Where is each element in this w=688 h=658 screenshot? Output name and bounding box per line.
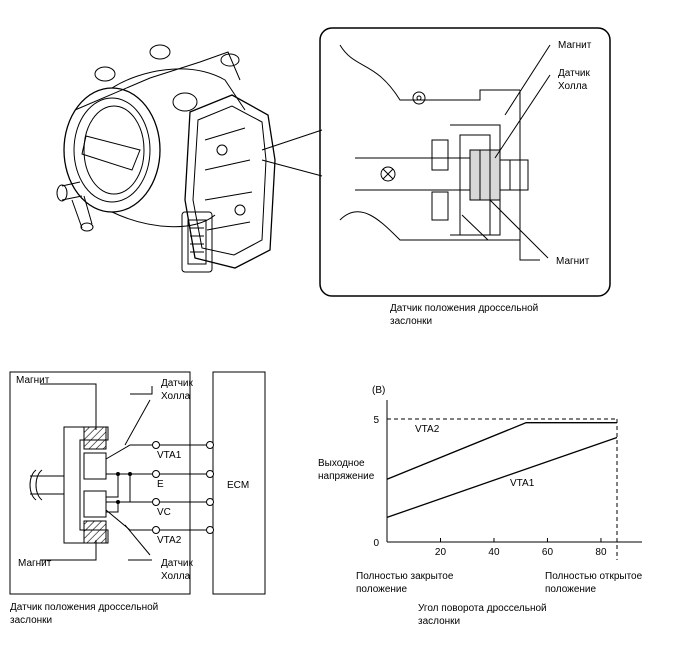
hall-element-top (83, 452, 107, 480)
circuit-caption-line2: заслонки (10, 615, 52, 626)
chart-ylabel-line2: напряжение (318, 471, 375, 482)
shaft (30, 475, 64, 495)
inset-hall-sensor-label-line2: Холла (558, 81, 588, 92)
y-tick-label: 5 (373, 415, 379, 426)
throttle-body-illustration (56, 44, 323, 273)
x-tick-label: 80 (595, 547, 607, 558)
sensor-box (9, 371, 191, 595)
wiring (105, 386, 206, 561)
magnet-bottom (83, 520, 107, 544)
series-label-vta2: VTA2 (415, 424, 440, 435)
inset-magnet-bottom-label: Магнит (556, 256, 590, 267)
inset-hall-sensor-label-line1: Датчик (558, 68, 590, 79)
circuit-magnet-bottom-label: Магнит (18, 558, 52, 569)
pin-e-label: E (157, 479, 164, 490)
y-tick-label: 0 (373, 538, 379, 549)
pin-vta1-label: VTA1 (157, 450, 182, 461)
top-caption-line2: заслонки (390, 316, 432, 327)
circuit-hall-top-line2: Холла (161, 391, 191, 402)
series-line-vta2 (386, 422, 617, 480)
chart-xlabel-line1: Угол поворота дроссельной (418, 603, 547, 614)
ecm-box (212, 371, 266, 595)
circuit-hall-top-line1: Датчик (161, 378, 193, 389)
x-tick-label: 60 (542, 547, 554, 558)
magnet-top (83, 426, 107, 450)
top-caption-line1: Датчик положения дроссельной (390, 303, 538, 314)
terminal-circles (152, 441, 214, 534)
x-tick-label: 20 (435, 547, 447, 558)
chart-panel-label: (B) (372, 385, 385, 396)
hall-element-bottom (83, 490, 107, 518)
ecm-label: ECM (227, 480, 249, 491)
closed-position-line1: Полностью закрытое (356, 571, 454, 582)
x-tick-label: 40 (488, 547, 500, 558)
open-position-line2: положение (545, 584, 597, 595)
open-position-line1: Полностью открытое (545, 571, 643, 582)
sensor-detail-inset (319, 27, 611, 297)
sensor-circuit-block (9, 371, 266, 595)
series-label-vta1: VTA1 (510, 478, 535, 489)
circuit-hall-bottom-line2: Холла (161, 571, 191, 582)
pin-vc-label: VC (157, 507, 171, 518)
circuit-caption-line1: Датчик положения дроссельной (10, 602, 158, 613)
pin-vta2-label: VTA2 (157, 535, 182, 546)
series-line-vta1 (386, 436, 618, 519)
closed-position-line2: положение (356, 584, 408, 595)
inset-magnet-top-label: Магнит (558, 40, 592, 51)
circuit-magnet-top-label: Магнит (16, 375, 50, 386)
chart-ylabel-line1: Выходное (318, 458, 365, 469)
circuit-hall-bottom-line1: Датчик (161, 558, 193, 569)
chart-xlabel-line2: заслонки (418, 616, 460, 627)
